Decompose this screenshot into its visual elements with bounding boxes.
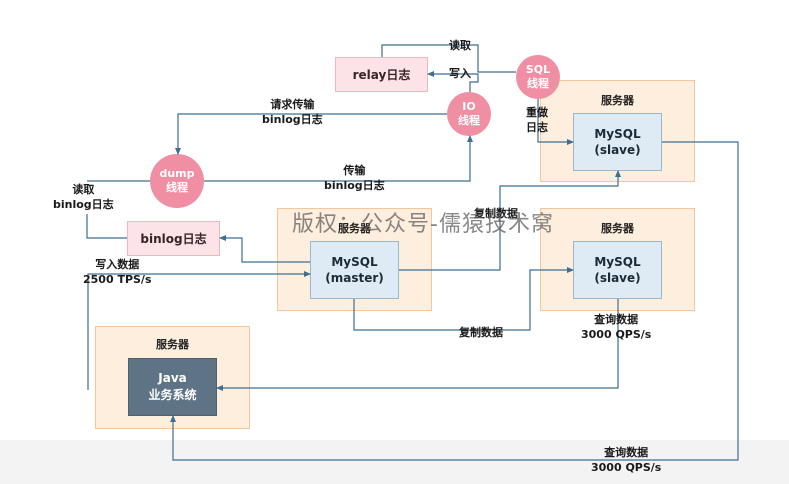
master-server-title: 服务器 <box>338 222 371 235</box>
connector-sql-read-relay <box>381 44 516 73</box>
binlog-box: binlog日志 <box>127 221 220 256</box>
mysql-master-role: (master) <box>325 271 384 285</box>
connector-slave2-query-java <box>216 299 619 391</box>
label-query-mid: 查询数据 3000 QPS/s <box>581 312 651 342</box>
label-request-binlog: 请求传输 binlog日志 <box>262 97 323 127</box>
dump-thread-line1: dump <box>159 167 195 180</box>
bottom-band <box>0 440 789 484</box>
java-business-system-box: Java 业务系统 <box>128 358 217 416</box>
slave1-server-title: 服务器 <box>601 94 634 107</box>
io-thread-circle: IO 线程 <box>447 92 491 136</box>
label-write-data-line1: 写入数据 <box>95 258 140 271</box>
connector-sql-redo-slave <box>537 99 574 145</box>
connector-binlog-to-dump <box>86 214 127 239</box>
label-request-line2: binlog日志 <box>262 113 323 126</box>
dump-thread-circle: dump 线程 <box>150 154 204 208</box>
label-read-binlog-line2: binlog日志 <box>53 198 114 211</box>
mysql-slave2-role: (slave) <box>594 271 641 285</box>
connector-io-request-dump <box>175 113 447 155</box>
connector-master-replicate-slave2 <box>353 267 574 331</box>
connector-master-replicate-slave1 <box>399 170 621 271</box>
dump-thread-line2: 线程 <box>166 181 188 194</box>
mysql-master-name: MySQL <box>331 255 378 269</box>
mysql-slave1-name: MySQL <box>594 127 641 141</box>
watermark: 版权：公众号-儒猿技术窝 <box>292 212 554 237</box>
slave2-server-title: 服务器 <box>601 222 634 235</box>
label-query-bottom: 查询数据 3000 QPS/s <box>591 445 661 475</box>
java-name: Java <box>158 371 187 385</box>
mysql-slave2-box: MySQL (slave) <box>573 241 662 299</box>
label-transfer-binlog: 传输 binlog日志 <box>324 163 385 193</box>
label-write-data-line2: 2500 TPS/s <box>83 273 152 286</box>
label-transfer-line2: binlog日志 <box>324 179 385 192</box>
mysql-slave1-box: MySQL (slave) <box>573 113 662 171</box>
label-write-data: 写入数据 2500 TPS/s <box>83 257 152 287</box>
label-query-bottom-line1: 查询数据 <box>604 446 649 459</box>
label-replicate-top: 复制数据 <box>474 207 518 220</box>
connector-master-write-binlog <box>219 235 310 263</box>
label-write-relay: 写入 <box>449 67 471 80</box>
java-server-title: 服务器 <box>156 338 189 351</box>
sql-thread-line2: 线程 <box>527 77 549 90</box>
master-server-box: 服务器 <box>277 208 432 311</box>
label-read-binlog: 读取 binlog日志 <box>53 182 114 212</box>
io-thread-line1: IO <box>462 100 476 113</box>
label-query-mid-line2: 3000 QPS/s <box>581 328 652 341</box>
label-transfer-line1: 传输 <box>343 164 366 177</box>
label-redo-log: 重做 日志 <box>526 105 548 135</box>
connector-java-write-master <box>87 271 311 390</box>
io-thread-line2: 线程 <box>458 114 480 127</box>
relay-log-box: relay日志 <box>335 57 428 92</box>
mysql-master-box: MySQL (master) <box>310 241 399 299</box>
label-read-binlog-line1: 读取 <box>72 183 95 196</box>
connector-io-write-relay <box>427 71 479 92</box>
mysql-slave2-name: MySQL <box>594 255 641 269</box>
sql-thread-line1: SQL <box>525 63 551 76</box>
label-redo-line2: 日志 <box>526 121 548 134</box>
connector-dump-transfer-io <box>204 135 473 182</box>
label-replicate-bottom: 复制数据 <box>459 326 503 339</box>
label-query-bottom-line2: 3000 QPS/s <box>591 461 662 474</box>
java-role: 业务系统 <box>148 388 197 402</box>
sql-thread-circle: SQL 线程 <box>516 55 560 99</box>
label-query-mid-line1: 查询数据 <box>594 313 639 326</box>
mysql-slave1-role: (slave) <box>594 143 641 157</box>
label-redo-line1: 重做 <box>526 106 548 119</box>
connector-slave1-query-java <box>170 141 739 461</box>
label-request-line1: 请求传输 <box>270 98 315 111</box>
label-read-top: 读取 <box>449 39 471 52</box>
